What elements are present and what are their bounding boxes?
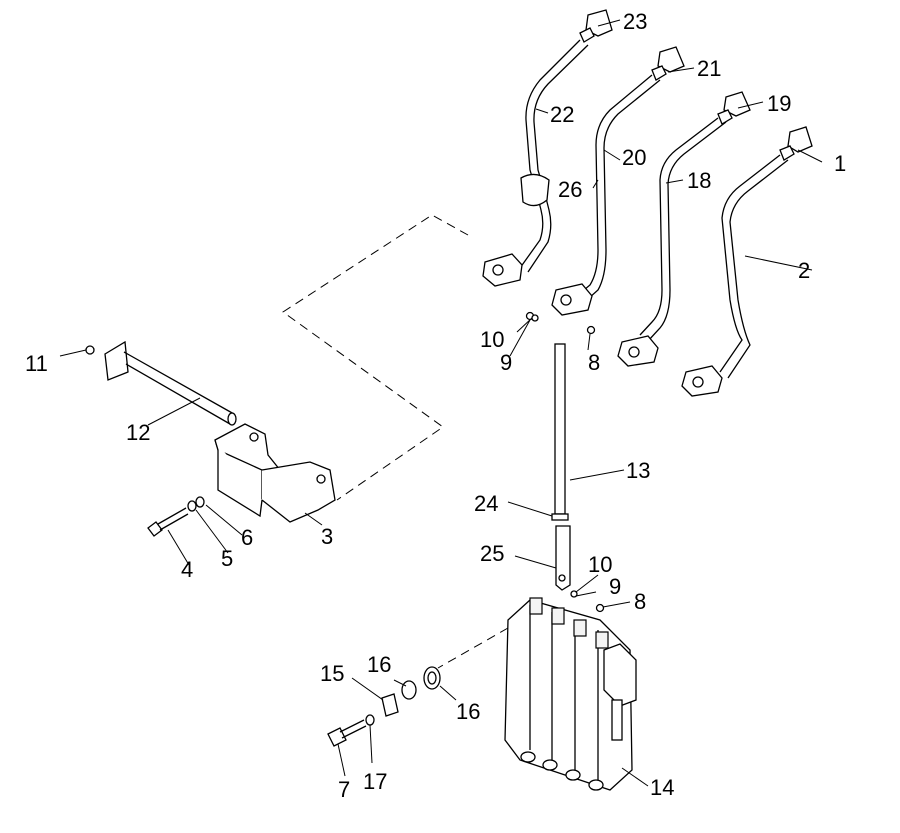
- callout-2: 2: [798, 258, 810, 283]
- callout-4: 4: [181, 557, 193, 582]
- callout-6: 6: [241, 525, 253, 550]
- lever-22-assembly: [482, 9, 613, 287]
- callout-12: 12: [126, 420, 150, 445]
- lever-20-assembly: [551, 46, 685, 316]
- callout-8-lower: 8: [634, 589, 646, 614]
- callout-16-upper: 16: [367, 652, 391, 677]
- callout-10-upper: 10: [480, 327, 504, 352]
- callout-13: 13: [626, 458, 650, 483]
- callout-25: 25: [480, 541, 504, 566]
- callout-9-upper: 9: [500, 350, 512, 375]
- control-valve-block: [504, 597, 637, 791]
- callout-3: 3: [321, 524, 333, 549]
- pin-and-clip-upper: [525, 311, 596, 335]
- callout-10-lower: 10: [588, 552, 612, 577]
- callout-7: 7: [338, 777, 350, 802]
- callout-19: 19: [767, 91, 791, 116]
- assembly-dashed-line: [282, 214, 469, 501]
- callout-9-lower: 9: [609, 574, 621, 599]
- bolt-set-valve: [327, 666, 441, 747]
- callout-14: 14: [650, 775, 674, 800]
- callout-23: 23: [623, 9, 647, 34]
- connecting-rod: [551, 343, 605, 613]
- callout-8-upper: 8: [588, 350, 600, 375]
- lever-18-assembly: [617, 91, 751, 367]
- callout-17: 17: [363, 769, 387, 794]
- callout-18: 18: [687, 168, 711, 193]
- leader-lines: [59, 19, 823, 787]
- handle-bar-12: [85, 340, 237, 426]
- callout-5: 5: [221, 546, 233, 571]
- mounting-bracket-3: [214, 423, 336, 523]
- callout-16-lower: 16: [456, 699, 480, 724]
- lever-2-assembly: [681, 126, 813, 397]
- callout-20: 20: [622, 145, 646, 170]
- valve-dashed-leader: [437, 627, 509, 669]
- callout-26: 26: [558, 177, 582, 202]
- callout-15: 15: [320, 661, 344, 686]
- callout-11: 11: [25, 351, 48, 376]
- callout-22: 22: [550, 102, 574, 127]
- bolt-set-left: [147, 496, 205, 537]
- callout-1: 1: [834, 151, 846, 176]
- callout-24: 24: [474, 491, 498, 516]
- callout-21: 21: [697, 56, 721, 81]
- callout-labels: 1 2 3 4 5 6 7 8 8 9 9 10 10 11 12 13 14 …: [25, 9, 846, 802]
